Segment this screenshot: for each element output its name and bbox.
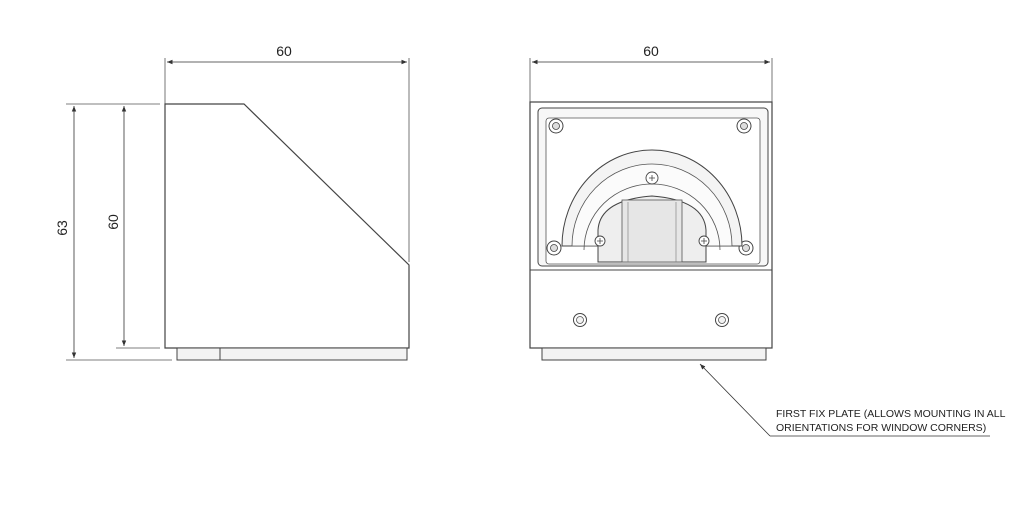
dome-top-screw-icon (645, 171, 659, 185)
corner-screw-bottom-left-icon (546, 240, 562, 256)
side-total-height-label: 63 (54, 220, 70, 236)
mounting-hole-right-icon (715, 313, 729, 327)
callout-line-2: ORIENTATIONS FOR WINDOW CORNERS) (776, 422, 986, 434)
side-view: 60 63 60 (54, 43, 410, 361)
side-body-outline (164, 103, 410, 349)
callout-line-1: FIRST FIX PLATE (ALLOWS MOUNTING IN ALL (776, 408, 1006, 420)
corner-screw-bottom-right-icon (738, 240, 754, 256)
dome-left-screw-icon (594, 235, 606, 247)
corner-screw-top-right-icon (736, 118, 752, 134)
callout: FIRST FIX PLATE (ALLOWS MOUNTING IN ALL … (699, 363, 1006, 437)
side-body-height-dimension: 60 (105, 106, 127, 346)
front-width-label: 60 (643, 43, 659, 59)
side-width-dimension: 60 (164, 43, 410, 262)
mounting-hole-left-icon (573, 313, 587, 327)
side-total-height-dimension: 63 (54, 106, 77, 358)
corner-screw-top-left-icon (548, 118, 564, 134)
side-width-label: 60 (276, 43, 292, 59)
dome-right-screw-icon (698, 235, 710, 247)
camera-dome (561, 149, 743, 263)
side-body-height-label: 60 (105, 214, 121, 230)
side-base-plate (176, 347, 408, 361)
first-fix-plate (541, 347, 767, 361)
front-view: 60 (529, 43, 773, 361)
front-width-dimension: 60 (529, 43, 773, 102)
